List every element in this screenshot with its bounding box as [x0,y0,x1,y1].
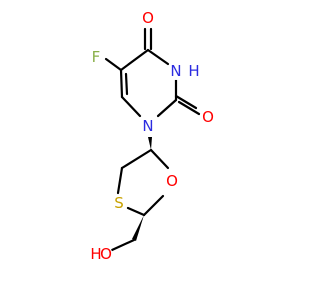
atom-hydrogen-n3: H [188,62,199,80]
bond-c5-c6 [119,68,124,99]
atom-fluorine: F [92,48,101,66]
atom-oxygen-hydroxyl: O [100,245,112,263]
molecule-canvas: F O N H O N O S O H [88,9,216,263]
bond-c6-n1 [120,95,142,118]
bond-s-c2prime [126,206,146,217]
bond-n3-c4 [146,48,170,66]
bonds [104,27,201,252]
wedge-n1-c1prime [148,137,152,150]
bond-c2-o-b [177,100,201,116]
bond-c2-o-a [174,94,198,110]
bond-c5-c6-double [124,72,129,96]
atom-oxygen-c2: O [202,108,214,126]
bond-c5-f [104,57,123,72]
bond-ch2-s [116,166,124,195]
atom-nitrogen-n3: N [170,62,181,80]
bond-c2prime-oring [142,194,165,217]
bond-ch2-oh [110,238,136,252]
atom-sulfur: S [114,194,124,212]
wedge-c2prime-ch2 [132,215,144,241]
atom-labels: F O N H O N O S O H [88,9,216,263]
bond-c1prime-oring [149,148,170,170]
molecule-structure: F O N H O N O S O H [88,9,216,263]
atom-oxygen-c4: O [142,9,154,27]
atom-oxygen-ring: O [166,172,178,190]
atom-nitrogen-n1: N [142,117,153,135]
bond-n1-c2 [156,98,178,118]
bond-c4-c5 [119,48,150,72]
bond-c1prime-ch2 [120,148,153,170]
atom-hydrogen-hydroxyl: H [90,245,101,263]
